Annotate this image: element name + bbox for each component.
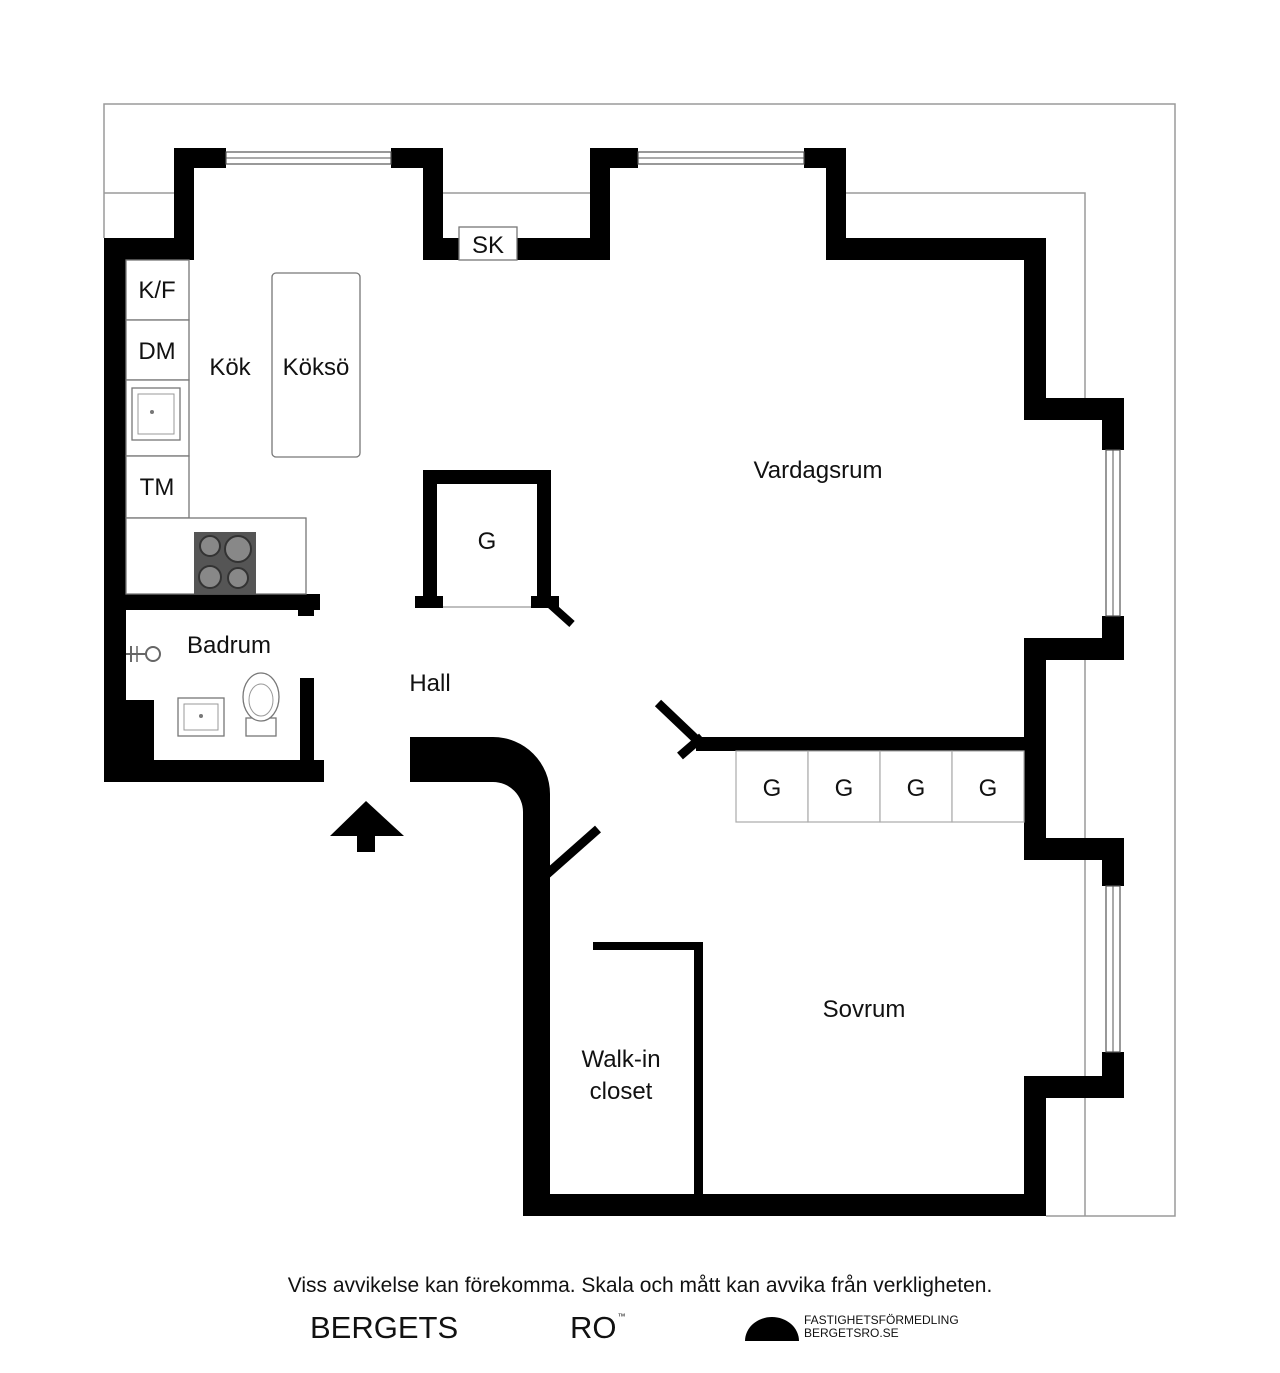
- fixture-label-g: G: [835, 775, 854, 802]
- fixture-label-g-hall: G: [478, 528, 497, 555]
- wardrobe-row: [735, 750, 1025, 823]
- sk-box: [458, 226, 518, 261]
- stove-icon: [194, 532, 256, 594]
- fixture-label-tm: TM: [140, 474, 175, 501]
- washbasin-icon: [177, 697, 225, 737]
- room-label-kok: Kök: [209, 354, 251, 381]
- shower-icon: [126, 646, 161, 662]
- windows: [225, 151, 1121, 1053]
- room-label-hall: Hall: [409, 670, 450, 697]
- firm-line-1: FASTIGHETSFÖRMEDLING: [804, 1313, 959, 1327]
- brand-trademark: ™: [617, 1312, 626, 1321]
- room-label-sovrum: Sovrum: [823, 996, 906, 1023]
- brand-ro: RO: [570, 1310, 617, 1345]
- fixture-label-kf: K/F: [138, 277, 175, 304]
- property-outline: [103, 103, 1176, 1217]
- entrance-arrow-icon: [330, 801, 404, 852]
- exterior-walls: [104, 148, 1124, 1216]
- toilet-icon: [242, 672, 280, 737]
- fixture-label-dm: DM: [138, 338, 175, 365]
- logo-mountain-icon: [745, 1317, 799, 1341]
- interior-walls: [126, 470, 1024, 1198]
- fixture-label-g: G: [763, 775, 782, 802]
- fixture-label-sk: SK: [472, 232, 504, 259]
- fixture-label-g: G: [979, 775, 998, 802]
- brand-name-right: RO™: [570, 1310, 626, 1346]
- firm-text: FASTIGHETSFÖRMEDLING BERGETSRO.SE: [804, 1314, 959, 1340]
- brand-name-left: BERGETS: [310, 1310, 459, 1345]
- firm-line-2: BERGETSRO.SE: [804, 1326, 899, 1340]
- room-label-walkin-line1: Walk-in: [581, 1046, 660, 1073]
- fixture-label-g: G: [907, 775, 926, 802]
- room-label-koks-island: Köksö: [283, 354, 350, 381]
- disclaimer-text: Viss avvikelse kan förekomma. Skala och …: [287, 1274, 993, 1297]
- room-label-vardagsrum: Vardagsrum: [754, 457, 883, 484]
- room-label-walkin-line2: closet: [590, 1078, 653, 1105]
- room-label-badrum: Badrum: [187, 632, 271, 659]
- bathroom-fixtures: [126, 646, 280, 737]
- kitchen-island: [271, 272, 361, 458]
- sink-icon: [131, 387, 181, 441]
